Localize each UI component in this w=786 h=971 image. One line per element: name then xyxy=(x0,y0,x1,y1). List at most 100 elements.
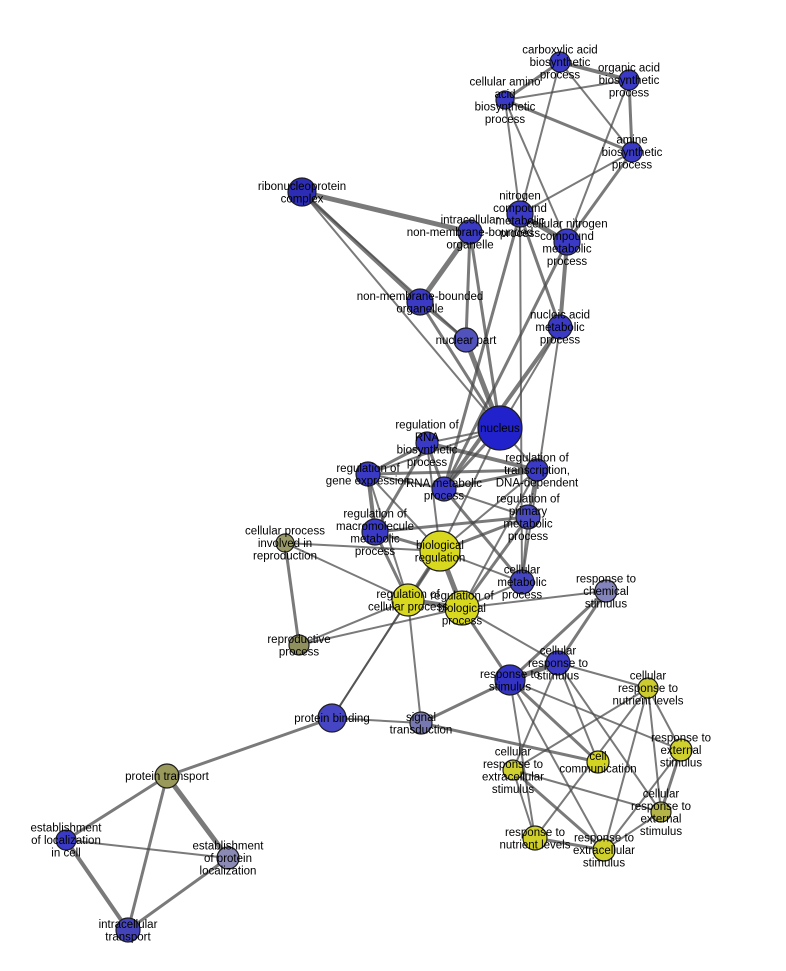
node-biological_regulation[interactable] xyxy=(419,530,461,572)
node-non_membrane_bounded_organelle[interactable] xyxy=(406,288,434,316)
edge-regulation_of_transcription_dna_dependent--regulation_of_gene_expression xyxy=(366,468,539,476)
node-regulation_of_cellular_process[interactable] xyxy=(391,583,425,617)
edge-regulation_of_primary_metabolic_process--regulation_of_biological_process xyxy=(460,515,530,610)
edge-cellular_response_to_stimulus--response_to_chemical_stimulus xyxy=(556,589,608,665)
node-cellular_process_involved_in_reproduction[interactable] xyxy=(275,533,295,553)
node-cellular_response_to_stimulus[interactable] xyxy=(545,650,571,676)
node-protein_binding[interactable] xyxy=(317,703,347,733)
edge-organic_acid_biosynthetic_process--cellular_nitrogen_compound_metabolic_process xyxy=(566,79,630,243)
edge-carboxylic_acid_biosynthetic_process--cellular_amino_acid_biosynthetic_process xyxy=(503,60,562,102)
node-intracellular_non_membrane_bounded_organelle[interactable] xyxy=(457,219,483,245)
node-signal_transduction[interactable] xyxy=(409,711,433,735)
node-label-protein_binding: protein binding xyxy=(294,713,369,725)
node-ribonucleoprotein_complex[interactable] xyxy=(287,177,317,207)
edge-regulation_of_rna_biosynthetic_process--regulation_of_transcription_dna_dependent xyxy=(425,441,539,472)
edge-establishment_of_localization_in_cell--establishment_of_protein_localization xyxy=(65,839,229,859)
edge-cellular_amino_acid_biosynthetic_process--nitrogen_compound_metabolic_process xyxy=(504,99,521,215)
edge-establishment_of_localization_in_cell--intracellular_transport xyxy=(64,838,130,932)
edge-intracellular_non_membrane_bounded_organelle--nucleus xyxy=(468,230,502,430)
edge-response_to_stimulus--response_to_nutrient_levels xyxy=(509,679,536,839)
edge-cellular_process_involved_in_reproduction--reproductive_process xyxy=(283,541,301,647)
edge-cellular_response_to_stimulus--cell_communication xyxy=(557,662,599,763)
node-cell_communication[interactable] xyxy=(586,750,610,774)
edge-regulation_of_primary_metabolic_process--regulation_of_macromolecule_metabolic_process xyxy=(373,515,530,534)
node-cellular_response_to_extracellular_stimulus[interactable] xyxy=(502,759,524,781)
node-response_to_extracellular_stimulus[interactable] xyxy=(592,838,616,862)
edge-signal_transduction--cell_communication xyxy=(419,721,600,764)
edge-ribonucleoprotein_complex--nuclear_part xyxy=(301,191,467,341)
node-intracellular_transport[interactable] xyxy=(115,917,141,943)
node-rna_metabolic_process[interactable] xyxy=(431,476,457,502)
node-label-nuclear_part: nuclear part xyxy=(436,335,498,347)
edge-response_to_chemical_stimulus--regulation_of_biological_process xyxy=(461,590,607,609)
node-regulation_of_macromolecule_metabolic_process[interactable] xyxy=(361,518,389,546)
edge-non_membrane_bounded_organelle--nucleus xyxy=(418,300,502,430)
node-cellular_response_to_external_stimulus[interactable] xyxy=(650,801,672,823)
node-cellular_amino_acid_biosynthetic_process[interactable] xyxy=(495,90,515,110)
edge-protein_binding--signal_transduction xyxy=(331,717,422,724)
node-nucleic_acid_metabolic_process[interactable] xyxy=(547,314,573,340)
edge-response_to_stimulus--response_to_extracellular_stimulus xyxy=(509,679,605,851)
edge-intracellular_non_membrane_bounded_organelle--non_membrane_bounded_organelle xyxy=(417,229,473,305)
edge-protein_transport--intracellular_transport xyxy=(126,774,169,932)
node-cellular_metabolic_process[interactable] xyxy=(509,569,535,595)
edge-response_to_stimulus--signal_transduction xyxy=(419,678,512,725)
edge-ribonucleoprotein_complex--nucleus xyxy=(301,191,501,429)
node-cellular_response_to_nutrient_levels[interactable] xyxy=(637,677,659,699)
node-establishment_of_protein_localization[interactable] xyxy=(216,846,240,870)
edge-signal_transduction--regulation_of_cellular_process xyxy=(407,599,422,724)
node-protein_transport[interactable] xyxy=(154,763,180,789)
node-response_to_chemical_stimulus[interactable] xyxy=(594,579,618,603)
node-regulation_of_transcription_dna_dependent[interactable] xyxy=(525,458,549,482)
node-carboxylic_acid_biosynthetic_process[interactable] xyxy=(549,51,571,73)
edge-cellular_response_to_extracellular_stimulus--response_to_extracellular_stimulus xyxy=(511,768,606,852)
node-response_to_nutrient_levels[interactable] xyxy=(522,825,548,851)
edge-regulation_of_transcription_dna_dependent--biological_regulation xyxy=(439,469,538,552)
edge-organic_acid_biosynthetic_process--amine_biosynthetic_process xyxy=(627,78,634,154)
edge-protein_transport--establishment_of_protein_localization xyxy=(164,773,231,861)
edge-intracellular_non_membrane_bounded_organelle--nuclear_part xyxy=(464,230,472,342)
edge-regulation_of_gene_expression--regulation_of_cellular_process xyxy=(367,473,409,601)
node-nuclear_part[interactable] xyxy=(453,327,479,353)
edge-amine_biosynthetic_process--nitrogen_compound_metabolic_process xyxy=(519,151,633,215)
node-regulation_of_rna_biosynthetic_process[interactable] xyxy=(415,431,439,455)
node-cellular_nitrogen_compound_metabolic_process[interactable] xyxy=(553,228,581,256)
edge-cellular_nitrogen_compound_metabolic_process--nucleic_acid_metabolic_process xyxy=(558,240,569,329)
node-nucleus[interactable] xyxy=(477,405,523,451)
node-establishment_of_localization_in_cell[interactable] xyxy=(55,829,77,851)
edge-ribonucleoprotein_complex--intracellular_non_membrane_bounded_organelle xyxy=(299,189,473,235)
node-regulation_of_gene_expression[interactable] xyxy=(355,461,381,487)
node-nitrogen_compound_metabolic_process[interactable] xyxy=(506,200,534,228)
edge-cellular_response_to_stimulus--cellular_response_to_nutrient_levels xyxy=(557,662,649,689)
edge-cellular_process_involved_in_reproduction--biological_regulation xyxy=(284,542,441,552)
node-organic_acid_biosynthetic_process[interactable] xyxy=(618,69,640,91)
edge-cellular_response_to_stimulus--cellular_response_to_extracellular_stimulus xyxy=(512,662,559,771)
node-amine_biosynthetic_process[interactable] xyxy=(621,141,643,163)
node-response_to_stimulus[interactable] xyxy=(494,664,526,696)
node-regulation_of_biological_process[interactable] xyxy=(444,590,480,626)
node-regulation_of_primary_metabolic_process[interactable] xyxy=(515,504,541,530)
node-reproductive_process[interactable] xyxy=(288,634,310,656)
edge-protein_binding--protein_transport xyxy=(165,716,334,778)
node-response_to_external_stimulus[interactable] xyxy=(669,738,693,762)
